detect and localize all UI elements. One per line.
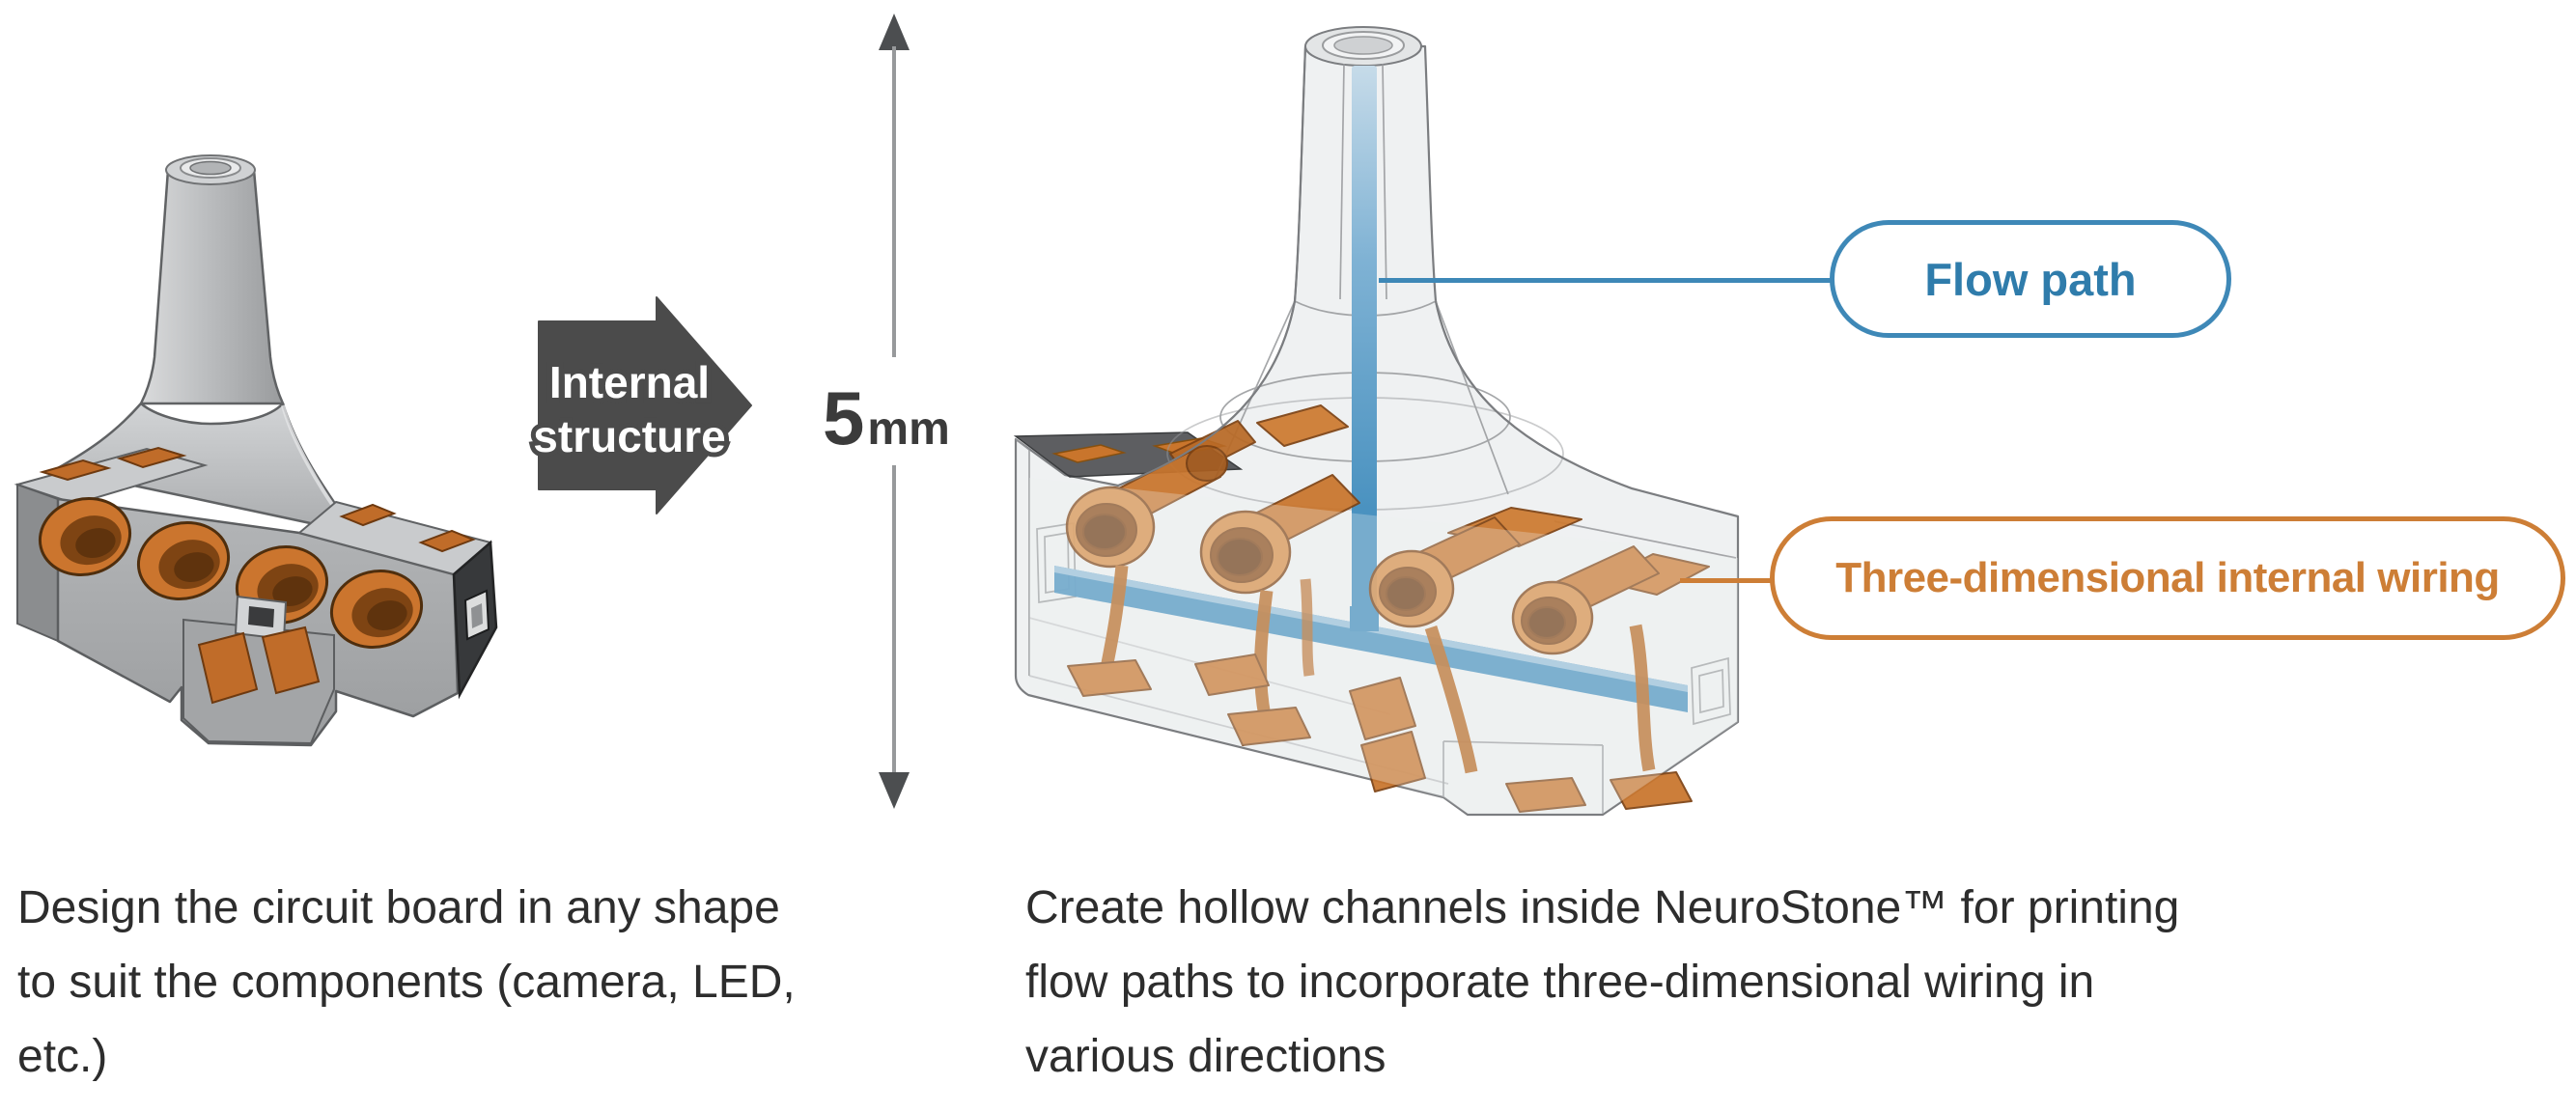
internal-wiring-callout: Three-dimensional internal wiring: [1770, 516, 2565, 640]
funnel-opening: [1304, 26, 1422, 67]
flow-path-label: Flow path: [1924, 253, 2137, 305]
flow-path-channels: [1054, 66, 1688, 712]
caption-exterior: Design the circuit board in any shape to…: [17, 871, 796, 1094]
socket-holes: [38, 496, 424, 650]
arrow-label-line1: Internal: [549, 357, 710, 407]
contact-pad: [39, 459, 112, 482]
dimension-label: 5 mm: [823, 375, 950, 462]
contact-pad: [418, 529, 476, 553]
caption-internal-line2: flow paths to incorporate three-dimensio…: [1025, 957, 2095, 1008]
caption-exterior-line2: to suit the components (camera, LED,: [17, 957, 796, 1008]
exterior-model-illustration: [14, 154, 498, 747]
funnel-nozzle: [138, 154, 285, 405]
caption-internal-line1: Create hollow channels inside NeuroStone…: [1025, 882, 2180, 933]
dimension-value: 5: [823, 375, 864, 460]
flow-path-leader-line: [1379, 278, 1833, 283]
dimension-unit: mm: [867, 403, 950, 455]
dimension-arrow-up-icon: [879, 14, 910, 50]
glass-sheen: [1029, 478, 1738, 814]
end-cap: [452, 540, 498, 700]
flow-path-callout: Flow path: [1830, 220, 2231, 338]
dimension-arrow-down-icon: [879, 772, 910, 809]
caption-exterior-line3: etc.): [17, 1031, 108, 1082]
contact-pad: [116, 446, 187, 469]
dimension-line-bottom: [892, 465, 896, 774]
wiring-leader-line: [1680, 578, 1773, 583]
internal-wiring-label: Three-dimensional internal wiring: [1835, 554, 2500, 601]
contact-pad: [339, 503, 397, 527]
internal-model-illustration: [1013, 26, 1740, 817]
caption-internal: Create hollow channels inside NeuroStone…: [1025, 871, 2179, 1094]
right-block-arrow-icon: Internal structure: [528, 296, 752, 514]
dimension-line-top: [892, 46, 896, 357]
arrow-label-line2: structure: [533, 411, 725, 461]
internal-wiring: [1065, 404, 1710, 813]
caption-internal-line3: various directions: [1025, 1031, 1386, 1082]
caption-exterior-line1: Design the circuit board in any shape: [17, 882, 780, 933]
bottom-notch: [182, 595, 335, 745]
contact-pad: [1051, 444, 1127, 463]
